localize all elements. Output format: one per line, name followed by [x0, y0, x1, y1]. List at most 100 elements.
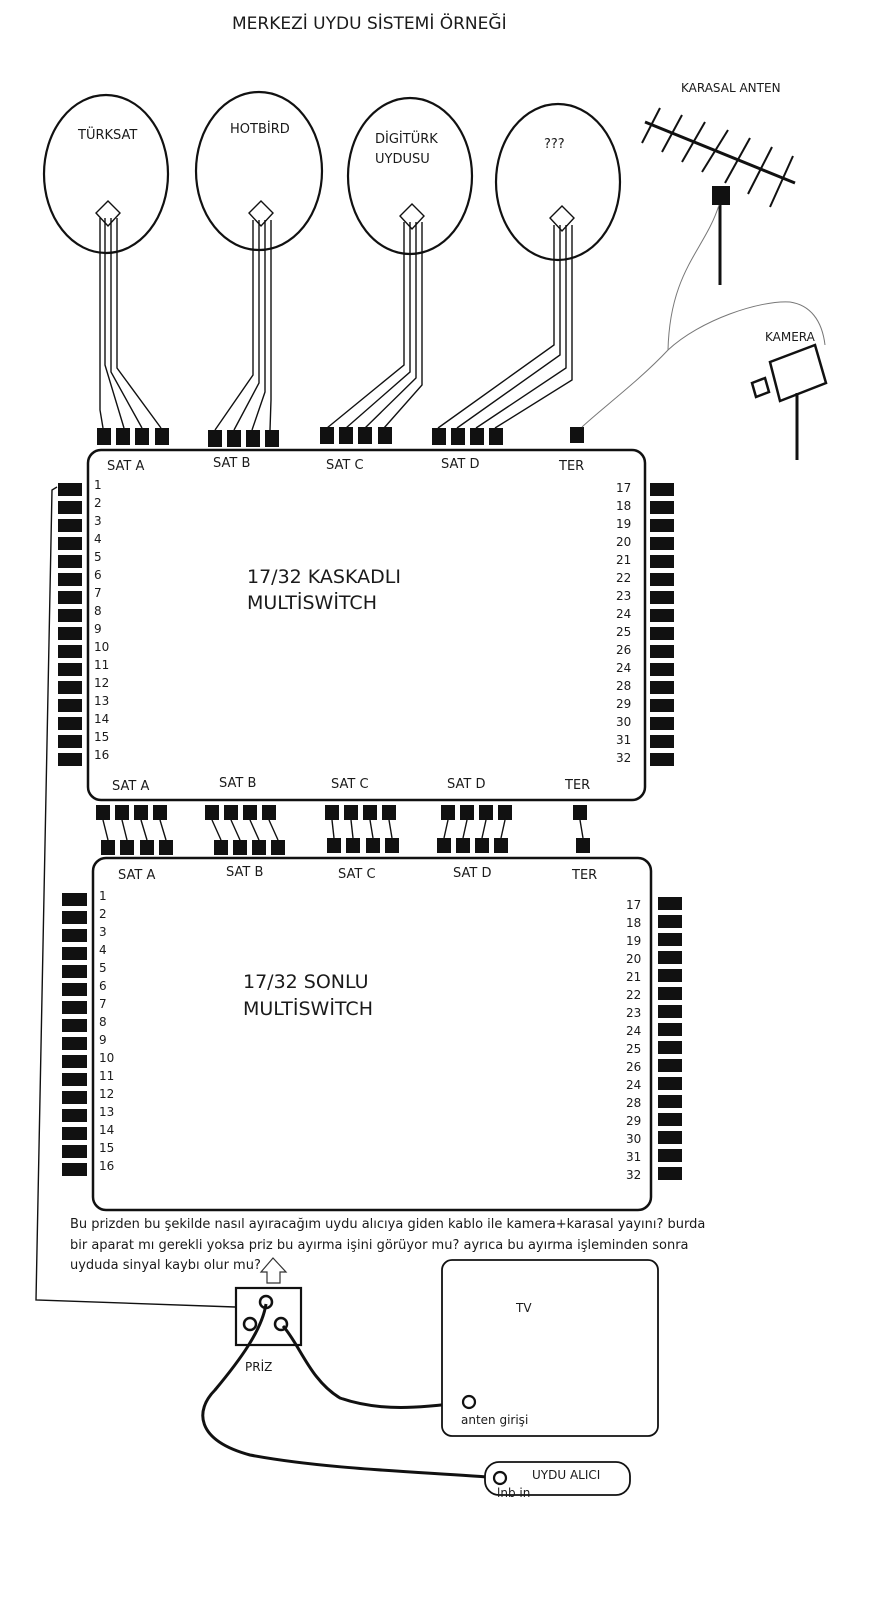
port-number: 15: [99, 1141, 114, 1155]
dish-hotbird-label: HOTBİRD: [230, 121, 290, 137]
dish-turksat-label: TÜRKSAT: [77, 126, 137, 143]
switch1-title-line1: 17/32 KASKADLI: [247, 566, 401, 588]
port-number: 11: [99, 1069, 114, 1083]
switch1-out-sat-a-label: SAT A: [112, 779, 149, 794]
camera-cable: [667, 301, 826, 351]
port-number: 20: [616, 535, 631, 549]
switch2-left-numbers: 1 2 3 4 5 6 7 8 9 10 11 12 13 14 15 16: [99, 889, 114, 1173]
switch1-right-outputs: [650, 483, 674, 766]
lnb-icon: [549, 205, 575, 233]
port-number: 26: [626, 1060, 641, 1074]
switch2-sat-b-label: SAT B: [226, 865, 263, 880]
port-number: 17: [626, 898, 641, 912]
switch2-right-numbers: 17 18 19 20 21 22 23 24 25 26 24 28 29 3…: [626, 898, 641, 1182]
port-number: 5: [99, 961, 107, 975]
port-number: 22: [616, 571, 631, 585]
port-number: 25: [626, 1042, 641, 1056]
switch2-ter-label: TER: [571, 868, 597, 883]
port-number: 24: [626, 1024, 641, 1038]
lnb-icon: [95, 200, 121, 228]
port-number: 4: [99, 943, 107, 957]
port-number: 30: [616, 715, 631, 729]
port-number: 29: [626, 1114, 641, 1128]
receiver-label: UYDU ALICI: [532, 1468, 600, 1482]
arrow-up-icon: [259, 1257, 288, 1284]
tv: TV anten girişi: [441, 1259, 659, 1437]
port-number: 13: [99, 1105, 114, 1119]
port-number: 1: [94, 478, 102, 492]
port-number: 3: [99, 925, 107, 939]
tv-label: TV: [515, 1301, 532, 1315]
port-number: 18: [626, 916, 641, 930]
switch1-ter-label: TER: [558, 459, 584, 474]
switch1-out-sat-b-label: SAT B: [219, 776, 256, 791]
port-number: 23: [616, 589, 631, 603]
port-number: 17: [616, 481, 631, 495]
port-number: 22: [626, 988, 641, 1002]
switch2-title-line2: MULTİSWİTCH: [243, 997, 373, 1020]
satellite-receiver: UYDU ALICI lnb in: [484, 1461, 631, 1500]
port-number: 3: [94, 514, 102, 528]
port-number: 1: [99, 889, 107, 903]
receiver-cable: [201, 1303, 501, 1480]
cascade-connectors: [96, 805, 590, 855]
port-number: 32: [626, 1168, 641, 1182]
port-number: 21: [616, 553, 631, 567]
switch2-sat-a-label: SAT A: [118, 868, 155, 883]
lnb-icon: [399, 203, 425, 231]
port-number: 9: [94, 622, 102, 636]
switch1-title-line2: MULTİSWİTCH: [247, 591, 377, 614]
port-number: 14: [99, 1123, 114, 1137]
port-number: 4: [94, 532, 102, 546]
antenna-label: KARASAL ANTEN: [681, 81, 781, 95]
switch1-sat-d-label: SAT D: [441, 457, 479, 472]
dish-digiturk: DİGİTÜRK UYDUSU: [346, 96, 474, 256]
dish-unknown-label: ???: [544, 137, 565, 152]
switch1-cascade-multiswitch: SAT A SAT B SAT C SAT D TER 17/32 KASKAD…: [86, 448, 647, 802]
port-number: 21: [626, 970, 641, 984]
port-number: 20: [626, 952, 641, 966]
camera-label: KAMERA: [765, 330, 816, 344]
tv-input-label: anten girişi: [461, 1413, 528, 1427]
port-number: 28: [616, 679, 631, 693]
switch1-left-outputs: [58, 483, 82, 766]
lnb-icon: [248, 200, 274, 228]
diagram-title: MERKEZİ UYDU SİSTEMİ ÖRNEĞİ: [232, 12, 507, 34]
port-number: 8: [94, 604, 102, 618]
switch2-right-outputs: [658, 897, 682, 1180]
switch2-left-outputs: [62, 893, 87, 1176]
switch1-out-sat-d-label: SAT D: [447, 777, 485, 792]
port-number: 30: [626, 1132, 641, 1146]
dish-digiturk-label: DİGİTÜRK: [375, 130, 438, 147]
port-number: 6: [99, 979, 107, 993]
switch1-out-sat-c-label: SAT C: [331, 777, 369, 792]
port-number: 28: [626, 1096, 641, 1110]
port-number: 16: [94, 748, 109, 762]
antenna-cable: [581, 204, 720, 428]
port-number: 24: [616, 661, 631, 675]
port-number: 8: [99, 1015, 107, 1029]
switch2-sat-c-label: SAT C: [338, 867, 376, 882]
port-number: 6: [94, 568, 102, 582]
switch1-out-ter-label: TER: [564, 778, 590, 793]
port-number: 18: [616, 499, 631, 513]
terrestrial-antenna: [641, 107, 796, 285]
dish-unknown: ???: [494, 102, 622, 262]
port-number: 9: [99, 1033, 107, 1047]
port-number: 19: [626, 934, 641, 948]
switch2-title-line1: 17/32 SONLU: [243, 971, 369, 993]
question-line2: bir aparat mı gerekli yoksa priz bu ayır…: [70, 1238, 689, 1253]
port-number: 24: [626, 1078, 641, 1092]
port-number: 19: [616, 517, 631, 531]
switch1-right-numbers: 17 18 19 20 21 22 23 24 25 26 24 28 29 3…: [616, 481, 631, 765]
port-number: 2: [99, 907, 107, 921]
outlet-label: PRİZ: [245, 1359, 272, 1374]
port-number: 10: [94, 640, 109, 654]
switch1-left-numbers: 1 2 3 4 5 6 7 8 9 10 11 12 13 14 15 16: [94, 478, 109, 762]
port-number: 11: [94, 658, 109, 672]
port-number: 7: [99, 997, 107, 1011]
port-number: 23: [626, 1006, 641, 1020]
switch2-sat-d-label: SAT D: [453, 866, 491, 881]
switch1-input-ports: [97, 427, 584, 447]
